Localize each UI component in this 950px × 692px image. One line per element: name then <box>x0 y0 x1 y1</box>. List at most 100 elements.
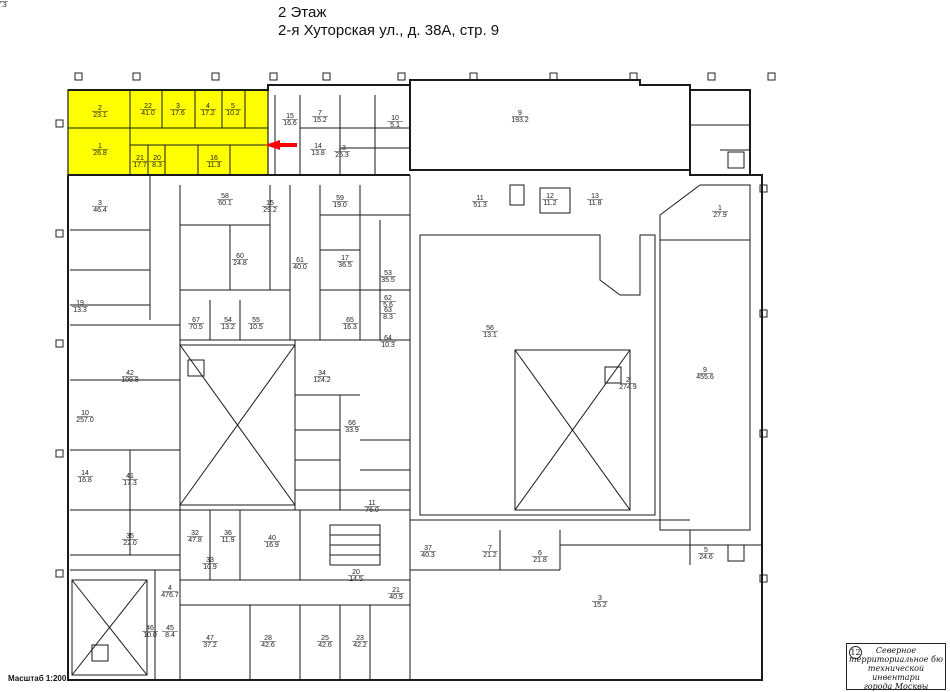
room-area: 13.2 <box>221 324 235 331</box>
room-number: 21 <box>136 155 144 162</box>
room-number: 15 <box>286 113 294 120</box>
room-number: 60 <box>236 253 244 260</box>
room-area: 40.9 <box>389 594 403 601</box>
room-area: 42.6 <box>318 642 332 649</box>
room-number: 7 <box>488 545 492 552</box>
room-area: 76.0 <box>365 507 379 514</box>
scale-label: Масштаб 1:200 <box>8 674 67 683</box>
floor-title: 2 Этаж <box>278 4 327 21</box>
room-number: 45 <box>166 625 174 632</box>
room-area: 51.3 <box>473 202 487 209</box>
room-number: 13 <box>338 145 346 152</box>
room-area: 41.0 <box>141 110 155 117</box>
room-area: 10.2 <box>226 110 240 117</box>
room-area: 40.3 <box>421 552 435 559</box>
room-number: 33 <box>206 557 214 564</box>
room-number: 3 <box>598 595 602 602</box>
room-area: 10.0 <box>143 632 157 639</box>
room-area: 46.4 <box>93 207 107 214</box>
stamp-line-3: технической инвентари <box>867 664 925 682</box>
room-number: 3 <box>176 103 180 110</box>
room-number: 65 <box>346 317 354 324</box>
room-number: 13 <box>591 193 599 200</box>
room-area: 16.3 <box>343 324 357 331</box>
room-area: 16.9 <box>265 542 279 549</box>
room-number: 17 <box>341 255 349 262</box>
room-number: 56 <box>486 325 494 332</box>
room-number: 16 <box>210 155 218 162</box>
room-area: 11.9 <box>221 537 234 544</box>
room-area: 11.8 <box>588 200 601 207</box>
room-number: 2 <box>626 377 630 384</box>
room-area: 193.2 <box>511 117 529 124</box>
outer-walls <box>67 79 763 681</box>
room-number: 14 <box>314 143 322 150</box>
room-number: 62 <box>384 295 392 302</box>
room-area: 10.9 <box>203 564 217 571</box>
stamp-line-4: города Москвы <box>863 682 929 691</box>
room-area: 17.6 <box>171 110 185 117</box>
room-number: 5 <box>704 547 708 554</box>
room-number: 54 <box>224 317 232 324</box>
room-area: 274.9 <box>619 384 637 391</box>
room-area: 109.8 <box>121 377 139 384</box>
room-number: 9 <box>703 367 707 374</box>
room-area: 13.3 <box>73 307 87 314</box>
room-number: 67 <box>192 317 200 324</box>
room-area: 455.6 <box>696 374 714 381</box>
room-number: 9 <box>518 110 522 117</box>
room-area: 5.6 <box>383 302 393 309</box>
room-area: 17.3 <box>0 2 7 9</box>
room-number: 5 <box>231 103 235 110</box>
room-number: 41 <box>126 473 134 480</box>
room-area: 21.2 <box>483 552 497 559</box>
room-area: 476.7 <box>161 592 179 599</box>
room-area: 23.1 <box>93 112 107 119</box>
room-area: 25.3 <box>335 152 349 159</box>
stamp-line-1: Северное <box>875 646 917 655</box>
room-number: 40 <box>268 535 276 542</box>
room-number: 23 <box>356 635 364 642</box>
room-number: 12 <box>546 193 554 200</box>
room-number: 20 <box>153 155 161 162</box>
room-number: 10 <box>391 115 399 122</box>
room-number: 4 <box>168 585 172 592</box>
room-area: 124.2 <box>313 377 331 384</box>
room-area: 60.1 <box>218 200 232 207</box>
room-area: 70.5 <box>189 324 203 331</box>
room-area: 22.0 <box>123 540 137 547</box>
room-area: 47.8 <box>188 537 202 544</box>
room-area: 26.8 <box>93 150 107 157</box>
room-number: 11 <box>476 195 483 202</box>
address-title: 2-я Хуторская ул., д. 38А, стр. 9 <box>278 22 500 39</box>
room-number: 44 <box>0 0 4 2</box>
room-area: 257.0 <box>76 417 94 424</box>
room-number: 19 <box>76 300 84 307</box>
room-area: 16.8 <box>78 477 92 484</box>
stamp-line-2: территориальное бю <box>849 655 943 664</box>
room-number: 22 <box>144 103 152 110</box>
room-area: 21.8 <box>533 557 547 564</box>
room-area: 35.5 <box>381 277 395 284</box>
room-number: 53 <box>384 270 392 277</box>
room-number: 55 <box>252 317 260 324</box>
room-area: 8.3 <box>383 314 393 321</box>
stamp-number: 12 <box>849 646 862 659</box>
room-area: 13.8 <box>311 150 325 157</box>
room-area: 11.3 <box>207 162 220 169</box>
room-number: 10 <box>81 410 89 417</box>
room-area: 8.4 <box>165 632 175 639</box>
highlighted-rooms <box>67 89 269 176</box>
room-area: 10.5 <box>249 324 263 331</box>
room-area: 16.6 <box>283 120 297 127</box>
room-number: 59 <box>336 195 344 202</box>
room-number: 15 <box>266 200 274 207</box>
room-number: 1 <box>98 143 102 150</box>
room-area: 17.3 <box>123 480 137 487</box>
room-area: 15.2 <box>593 602 607 609</box>
room-area: 36.5 <box>338 262 352 269</box>
room-area: 8.3 <box>152 162 162 169</box>
room-area: 42.6 <box>261 642 275 649</box>
room-area: 27.9 <box>713 212 727 219</box>
